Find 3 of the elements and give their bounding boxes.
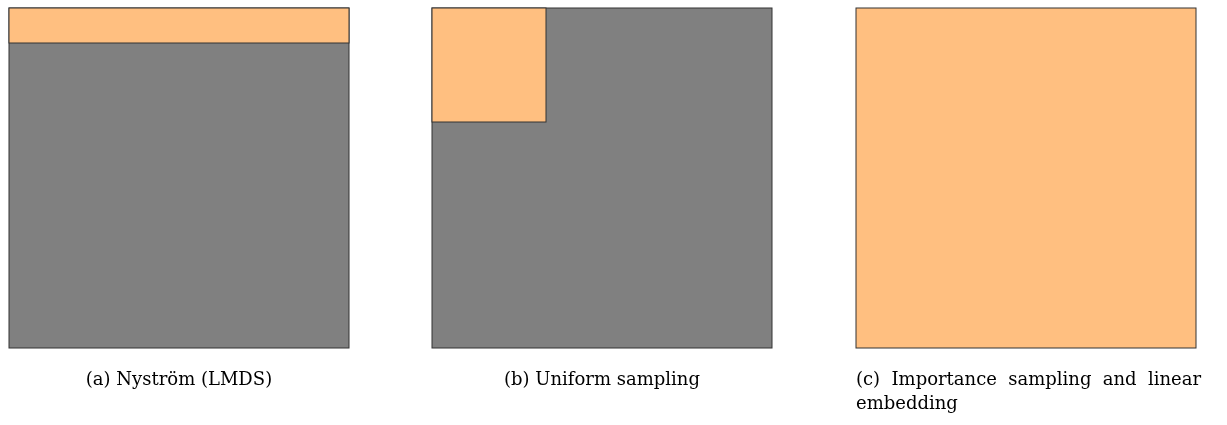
figure-caption: (c) Importance sampling and linear embedding: [856, 367, 1201, 415]
figure-caption: (a) Nyström (LMDS): [84, 367, 274, 391]
figure-caption: (b) Uniform sampling: [503, 367, 701, 391]
